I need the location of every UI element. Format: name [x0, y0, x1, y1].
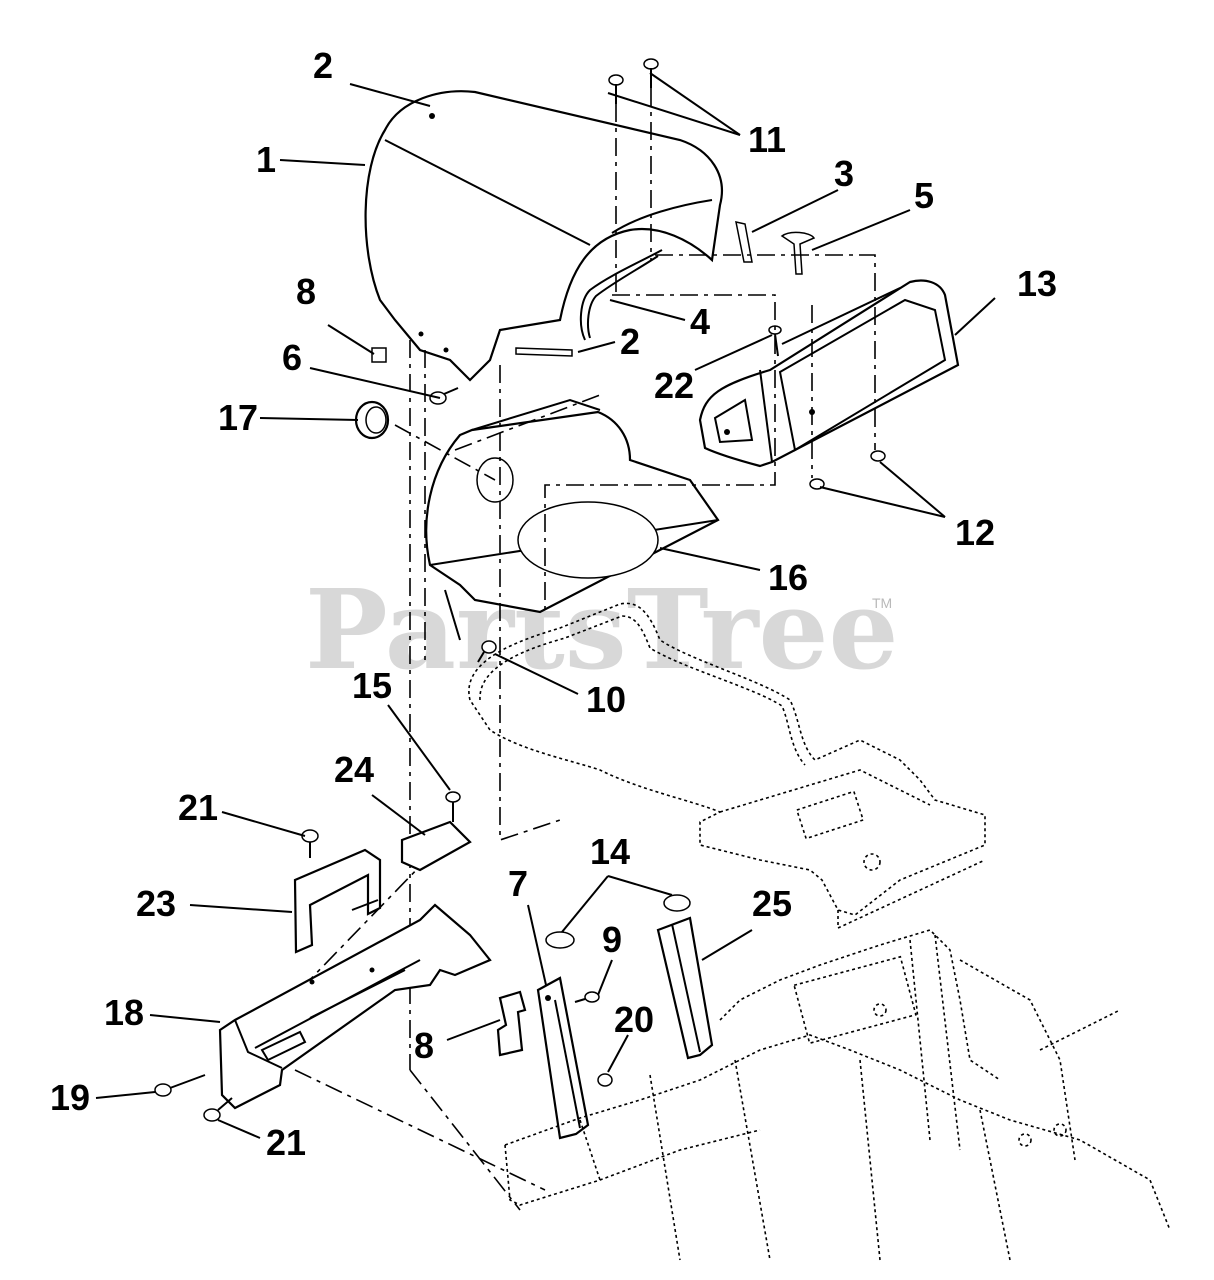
part-14-caps — [545, 894, 691, 949]
part-24-plate — [400, 820, 472, 872]
part-15-bolt — [445, 791, 461, 822]
part-17-cap — [354, 400, 390, 440]
part-20-nut — [597, 1073, 613, 1087]
callout-19: 19 — [50, 1077, 90, 1118]
seat-frame — [468, 602, 986, 930]
callout-25: 25 — [752, 883, 792, 924]
part-21-bolt-bottom — [203, 1097, 233, 1122]
callout-13: 13 — [1017, 263, 1057, 304]
part-7-arm — [536, 976, 590, 1140]
callout-7: 7 — [508, 863, 528, 904]
callout-12: 12 — [955, 512, 995, 553]
callout-17: 17 — [218, 397, 258, 438]
callout-labels: 1 2 2 3 4 5 6 7 8 8 9 10 11 12 13 14 15 … — [50, 45, 1057, 1163]
assembly-centerlines — [294, 88, 876, 1211]
callout-2-top: 2 — [313, 45, 333, 86]
callout-16: 16 — [768, 557, 808, 598]
callout-3: 3 — [834, 153, 854, 194]
callout-5: 5 — [914, 175, 934, 216]
part-23-bracket — [293, 848, 382, 954]
callout-9: 9 — [602, 919, 622, 960]
part-8-latch — [496, 990, 527, 1057]
part-25-channel — [656, 916, 714, 1060]
callout-1: 1 — [256, 139, 276, 180]
part-8-clip — [371, 347, 387, 363]
callout-2-rod: 2 — [620, 321, 640, 362]
callout-18: 18 — [104, 992, 144, 1033]
callout-23: 23 — [136, 883, 176, 924]
callout-20: 20 — [614, 999, 654, 1040]
callout-14: 14 — [590, 831, 630, 872]
leader-lines — [95, 72, 996, 1139]
part-3-rod — [735, 221, 753, 263]
callout-6: 6 — [282, 337, 302, 378]
tractor-chassis — [504, 929, 1171, 1261]
callout-10: 10 — [586, 679, 626, 720]
callout-8-top: 8 — [296, 271, 316, 312]
callout-15: 15 — [352, 665, 392, 706]
part-19-bolt — [154, 1074, 206, 1097]
part-11-bolts — [608, 58, 659, 104]
callout-4: 4 — [690, 301, 710, 342]
callout-21-bottom: 21 — [266, 1122, 306, 1163]
part-2-rod — [515, 347, 573, 357]
part-1-cover — [364, 90, 723, 382]
callout-22: 22 — [654, 365, 694, 406]
callout-11: 11 — [748, 119, 786, 160]
callout-21-top: 21 — [178, 787, 218, 828]
part-4-rod — [579, 249, 663, 341]
part-21-bolt-top — [301, 829, 319, 858]
part-16-pan — [425, 398, 720, 641]
part-10-screw — [477, 640, 497, 663]
part-9-screw — [574, 991, 600, 1003]
part-5-t-handle — [780, 231, 816, 275]
watermark: PartsTree — [305, 565, 899, 694]
callout-8-latch: 8 — [414, 1025, 434, 1066]
watermark-trademark: TM — [872, 595, 892, 611]
part-13-housing — [698, 279, 960, 468]
callout-24: 24 — [334, 749, 374, 790]
part-18-bracket — [218, 903, 492, 1110]
part-12-nuts — [809, 450, 886, 490]
